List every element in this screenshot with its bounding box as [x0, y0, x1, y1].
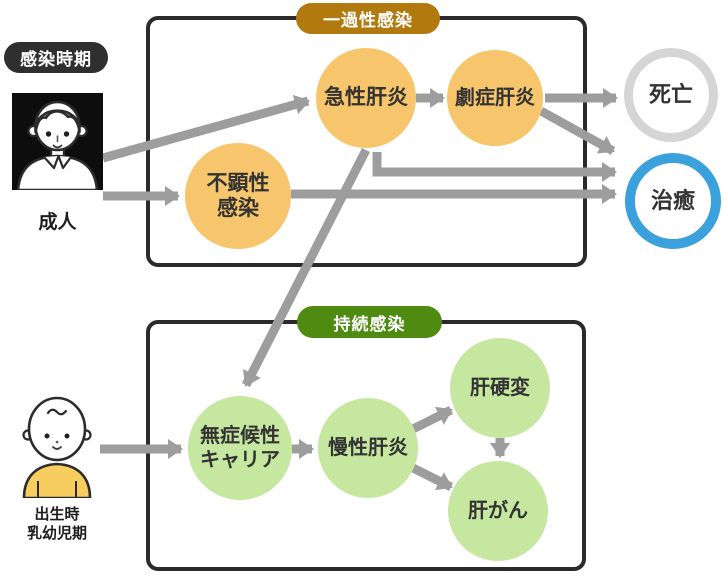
infant-label-line2: 乳幼児期: [26, 525, 87, 542]
arrow-chronic-to-cancer: [410, 463, 454, 492]
infant-label: 出生時 乳幼児期: [4, 505, 110, 543]
infant-label-line1: 出生時: [34, 506, 80, 523]
node-death-label: 死亡: [648, 81, 693, 107]
node-inapparent-infection: 不顕性 感染: [185, 143, 291, 249]
node-acute-hepatitis-label: 急性肝炎: [324, 86, 408, 110]
arrow-adult-to-acute: [101, 94, 310, 163]
node-liver-cancer-label: 肝がん: [468, 500, 528, 522]
node-asymptomatic-carrier: 無症候性 キャリア: [188, 396, 292, 500]
node-cirrhosis-label: 肝硬変: [470, 377, 530, 399]
node-asymptomatic-carrier-line1: 無症候性: [200, 425, 280, 447]
persistent-infection-badge: 持続感染: [297, 306, 442, 338]
node-cure: 治癒: [625, 153, 721, 249]
persistent-infection-label: 持続感染: [333, 314, 406, 334]
transient-infection-label: 一過性感染: [323, 11, 413, 30]
node-cirrhosis: 肝硬変: [450, 338, 550, 438]
adult-label: 成人: [38, 212, 77, 233]
node-death: 死亡: [624, 48, 718, 142]
node-cure-label: 治癒: [650, 187, 695, 213]
adult-person-icon: [12, 93, 103, 195]
arrow-acute-to-cure: [372, 152, 617, 182]
node-fulminant-hepatitis: 劇症肝炎: [447, 50, 543, 146]
infant-person-icon: [14, 392, 100, 503]
arrow-fulminant-to-cure: [538, 107, 616, 155]
node-liver-cancer: 肝がん: [448, 461, 548, 561]
arrow-acute-to-carrier: [241, 147, 371, 388]
infection-period-badge: 感染時期: [4, 42, 108, 73]
arrow-chronic-to-cirrhosis: [410, 405, 454, 434]
node-chronic-hepatitis: 慢性肝炎: [318, 398, 418, 498]
node-chronic-hepatitis-label: 慢性肝炎: [328, 437, 408, 459]
node-acute-hepatitis: 急性肝炎: [316, 48, 416, 148]
node-inapparent-infection-line1: 不顕性: [206, 171, 270, 195]
node-inapparent-infection-line2: 感染: [217, 197, 259, 220]
transient-infection-badge: 一過性感染: [296, 3, 440, 34]
infection-period-label: 感染時期: [20, 50, 92, 69]
node-fulminant-hepatitis-label: 劇症肝炎: [455, 87, 535, 109]
node-asymptomatic-carrier-line2: キャリア: [200, 449, 280, 471]
